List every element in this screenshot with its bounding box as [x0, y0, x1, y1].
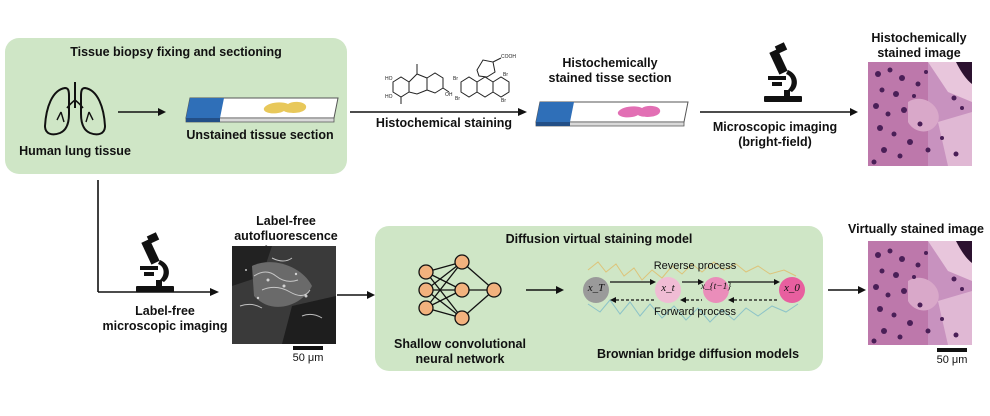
labelfree-imaging-label: Label-free microscopic imaging: [102, 304, 228, 333]
lung-icon: [43, 82, 107, 136]
svg-text:Br: Br: [453, 76, 458, 82]
node-xt1: x_{t−1}: [700, 282, 732, 292]
bbdm-diagram: [583, 261, 805, 323]
micro-imaging-label: Microscopic imaging (bright-field): [712, 120, 838, 149]
svg-text:COOH: COOH: [501, 54, 516, 60]
bbdm-label: Brownian bridge diffusion models: [596, 347, 800, 361]
reverse-process-label: Reverse process: [653, 260, 737, 272]
lung-label: Human lung tissue: [19, 144, 131, 158]
neural-network-icon: [418, 254, 502, 326]
scale-bar-autofluor: [293, 346, 323, 350]
virtual-stained-image: [868, 241, 972, 345]
arrow-to-stained-slide: [350, 108, 527, 116]
node-xT: x_T: [587, 282, 605, 294]
scale-label-virtual: 50 μm: [936, 354, 968, 366]
svg-text:OH: OH: [445, 92, 453, 98]
microscope-icon: [764, 42, 802, 102]
unstained-slide: [185, 97, 339, 123]
arrow-to-histo-image: [700, 108, 858, 116]
svg-text:HO: HO: [385, 94, 393, 100]
svg-text:Br: Br: [455, 96, 460, 102]
forward-process-label: Forward process: [654, 306, 736, 318]
autofluor-image: [232, 246, 336, 344]
svg-text:Br: Br: [501, 98, 506, 104]
microscope-icon: [136, 232, 174, 292]
diffusion-title: Diffusion virtual staining model: [505, 232, 693, 246]
stained-section-label: Histochemically stained tisse section: [548, 56, 672, 85]
arrow-to-diffusion: [337, 291, 375, 299]
histo-staining-label: Histochemical staining: [375, 116, 513, 130]
cnn-label: Shallow convolutional neural network: [394, 337, 526, 366]
histo-image-label: Histochemically stained image: [871, 31, 967, 60]
scale-bar-virtual: [937, 348, 967, 352]
arrow-to-virtual-image: [828, 286, 866, 294]
virtual-image-label: Virtually stained image: [848, 222, 984, 236]
arrow-cnn-to-bbdm: [526, 286, 564, 294]
node-xt: x_t: [661, 282, 675, 294]
unstained-label: Unstained tissue section: [186, 128, 334, 142]
chemical-structure-icon: HO HO OH Br Br Br Br COOH: [385, 54, 516, 104]
scale-label-autofluor: 50 μm: [292, 352, 324, 364]
histo-stained-image: [868, 62, 972, 166]
stained-slide: [535, 101, 689, 127]
svg-text:Br: Br: [503, 72, 508, 78]
node-x0: x_0: [784, 282, 800, 294]
svg-text:HO: HO: [385, 76, 393, 82]
biopsy-title: Tissue biopsy fixing and sectioning: [70, 45, 282, 59]
arrow-lung-to-slide: [118, 108, 166, 116]
